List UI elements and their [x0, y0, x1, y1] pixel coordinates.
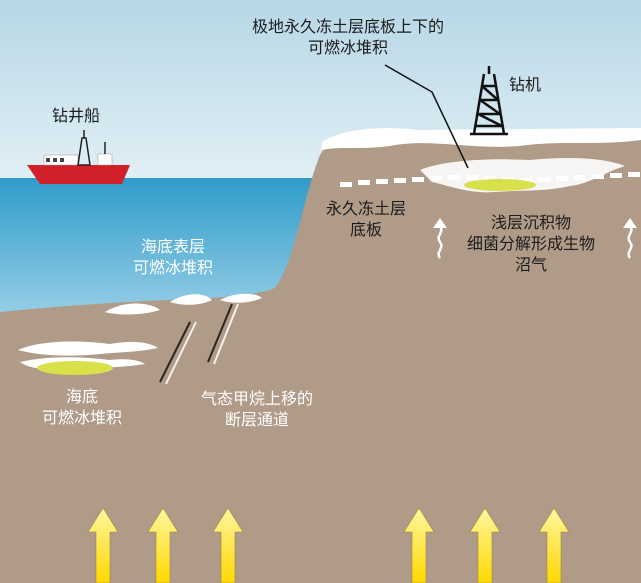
- yellow-arrow: [212, 507, 244, 583]
- yellow-arrow: [469, 507, 501, 583]
- upward-methane-arrows: [87, 507, 570, 583]
- drill-rig: [470, 66, 508, 136]
- top-title-line1: 极地永久冻土层底板上下的: [251, 17, 444, 36]
- fault-channels: [159, 303, 233, 383]
- leader-line: [384, 64, 469, 169]
- shallow-label-line1: 浅层沉积物: [490, 213, 571, 232]
- yellow-arrow: [87, 507, 119, 583]
- seabed-gas-pocket: [37, 361, 113, 375]
- fault-label-line1: 气态甲烷上移的: [200, 389, 313, 408]
- ship-hull: [27, 165, 130, 184]
- fault-channels-highlight: [165, 303, 239, 385]
- biogas-wavy-arrows: [433, 218, 637, 259]
- seabed-label: 海底 可燃冰堆积: [32, 386, 132, 428]
- shallow-label-line2: 细菌分解形成生物: [466, 234, 595, 253]
- drill-ship-label: 钻井船: [51, 106, 100, 125]
- top-title-line2: 可燃冰堆积: [307, 38, 388, 57]
- drill-ship: [27, 130, 130, 184]
- shallow-label-line3: 沼气: [514, 255, 547, 274]
- yellow-arrow: [403, 507, 435, 583]
- yellow-arrow: [538, 507, 570, 583]
- seafloor-surface-hydrate: [105, 293, 262, 315]
- seafloor-surface-line2: 可燃冰堆积: [132, 258, 213, 277]
- permafrost-label: 永久冻土层 底板: [316, 198, 416, 240]
- yellow-arrow: [147, 507, 179, 583]
- seabed-label-line1: 海底: [65, 387, 98, 406]
- seafloor-surface-label: 海底表层 可燃冰堆积: [108, 236, 238, 278]
- top-title: 极地永久冻土层底板上下的 可燃冰堆积: [228, 16, 468, 58]
- permafrost-label-line1: 永久冻土层: [325, 199, 406, 218]
- shallow-sediment-label: 浅层沉积物 细菌分解形成生物 沼气: [446, 212, 616, 275]
- seabed-label-line2: 可燃冰堆积: [41, 408, 122, 427]
- permafrost-gas-pocket: [464, 179, 536, 191]
- drill-rig-label: 钻机: [508, 75, 541, 94]
- sediment-body: [0, 132, 641, 583]
- ship-derrick: [77, 137, 91, 166]
- permafrost-snow-cap: [322, 128, 641, 150]
- fault-label-line2: 断层通道: [224, 410, 289, 429]
- fault-channel-label: 气态甲烷上移的 断层通道: [182, 388, 332, 430]
- seafloor-surface-line1: 海底表层: [140, 237, 205, 256]
- permafrost-label-line2: 底板: [349, 220, 382, 239]
